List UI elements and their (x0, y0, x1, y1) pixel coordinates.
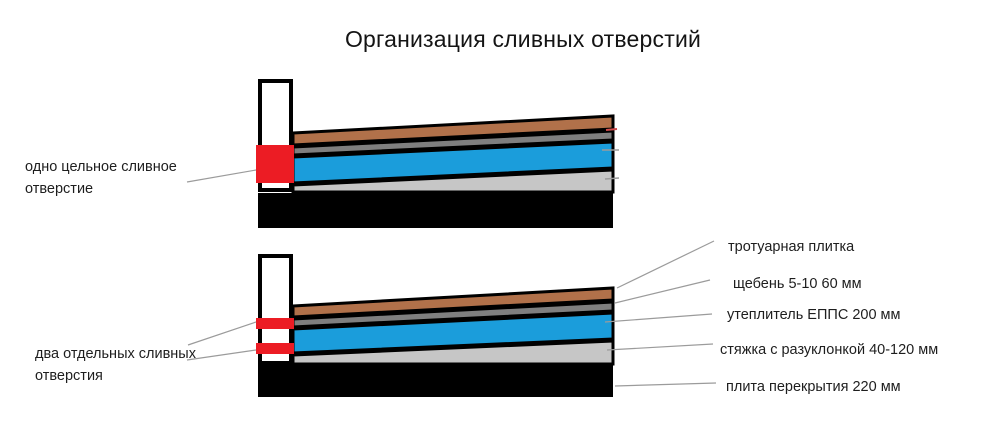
leader-line-lower-drain (186, 349, 257, 361)
stray-gray-tick-screed (604, 177, 620, 180)
caption-double-drain-line1: два отдельных сливных (35, 346, 196, 362)
single-drain-opening (256, 145, 294, 183)
layer-label-gravel: щебень 5-10 60 мм (733, 276, 862, 292)
leader-line-tile (616, 240, 715, 289)
caption-single-drain-line1: одно цельное сливное (25, 159, 177, 175)
diagram-single-drain (186, 79, 620, 228)
caption-single-drain-line2: отверстие (25, 181, 94, 197)
caption-single-drain: одно цельное сливное отверстие (25, 156, 177, 200)
leader-line-gravel (614, 279, 711, 304)
stray-red-tick (605, 128, 618, 131)
leader-line-slab (614, 382, 717, 387)
floor-slab-top-diagram (258, 193, 613, 228)
layer-label-slab: плита перекрытия 220 мм (726, 379, 901, 395)
leader-line-upper-drain (187, 321, 257, 346)
leader-line-single-drain (186, 169, 257, 183)
caption-double-drain: два отдельных сливных отверстия (35, 343, 196, 387)
floor-slab-bottom-diagram (258, 365, 613, 397)
lower-drain-opening (256, 343, 294, 354)
diagram-double-drain (186, 240, 717, 397)
caption-double-drain-line2: отверстия (35, 368, 103, 384)
leader-line-insulation (604, 313, 713, 323)
layer-label-insulation: утеплитель ЕППС 200 мм (727, 307, 901, 323)
layer-label-screed: стяжка с разуклонкой 40-120 мм (720, 342, 939, 358)
page-title: Организация сливных отверстий (344, 26, 702, 52)
leader-line-screed (606, 343, 714, 351)
upper-drain-opening (256, 318, 294, 329)
layer-label-paving-tile: тротуарная плитка (728, 239, 855, 255)
